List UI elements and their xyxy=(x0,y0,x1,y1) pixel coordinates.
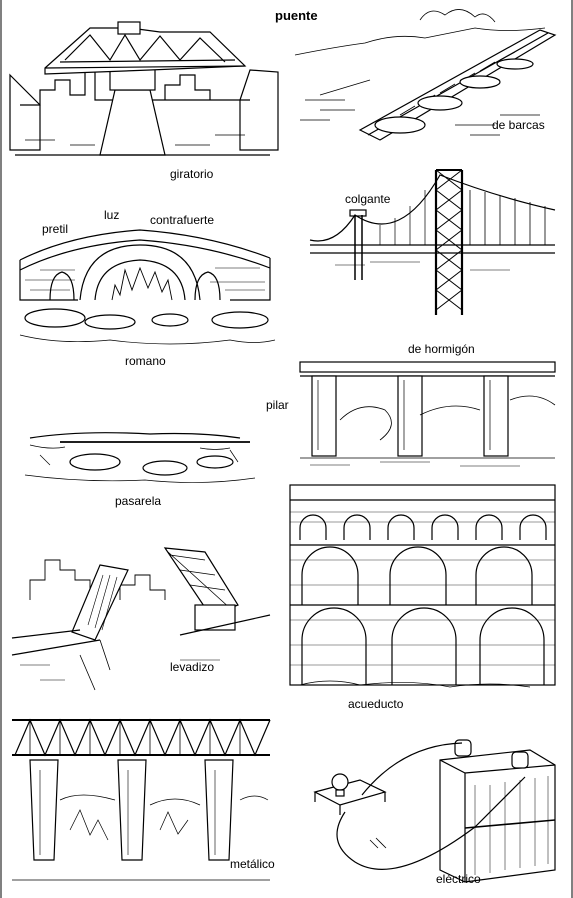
label-luz: luz xyxy=(104,208,120,222)
label-romano: romano xyxy=(125,354,166,368)
footbridge-drawing xyxy=(24,432,256,483)
suspension-bridge-drawing xyxy=(309,169,556,315)
truss-bridge-drawing xyxy=(12,718,271,881)
label-metalico: metálico xyxy=(230,857,275,871)
label-electrico: eléctrico xyxy=(436,872,481,886)
label-pilar: pilar xyxy=(266,398,289,412)
aqueduct-drawing xyxy=(289,484,556,688)
swing-bridge-drawing xyxy=(9,21,279,156)
drawbridge-drawing xyxy=(11,547,271,691)
label-levadizo: levadizo xyxy=(170,660,215,674)
label-de-barcas: de barcas xyxy=(492,118,545,132)
label-pasarela: pasarela xyxy=(115,494,162,508)
roman-bridge-drawing xyxy=(19,229,276,345)
label-colgante: colgante xyxy=(345,192,391,206)
pontoon-bridge-drawing xyxy=(294,9,557,141)
label-contrafuerte: contrafuerte xyxy=(150,213,215,227)
concrete-bridge-drawing xyxy=(299,361,556,467)
label-giratorio: giratorio xyxy=(170,167,214,181)
page-title: puente xyxy=(275,8,318,23)
label-acueducto: acueducto xyxy=(348,697,404,711)
electric-circuit-drawing xyxy=(313,739,556,883)
label-pretil: pretil xyxy=(42,222,69,236)
label-de-hormigon: de hormigón xyxy=(408,342,475,356)
